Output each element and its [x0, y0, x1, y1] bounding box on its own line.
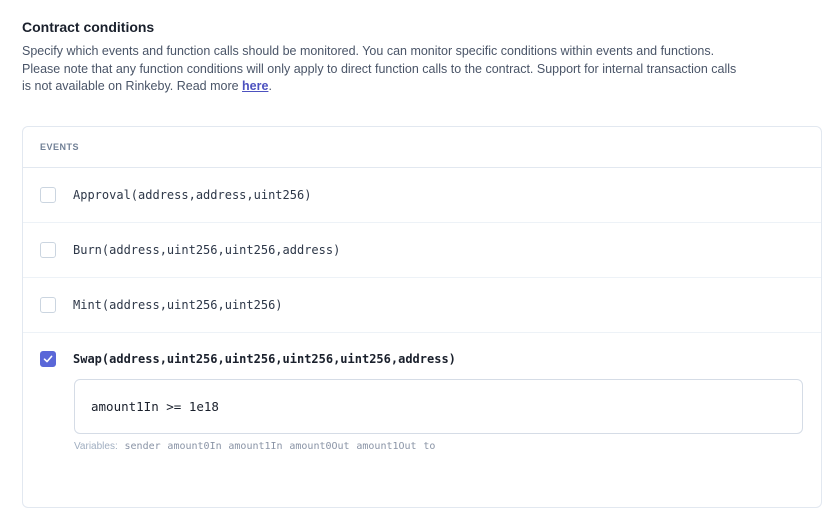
event-row-burn[interactable]: Burn(address,uint256,uint256,address): [23, 223, 821, 278]
variable-chip: amount0In: [167, 441, 222, 452]
contract-conditions-section: Contract conditions Specify which events…: [22, 19, 822, 508]
event-row-swap[interactable]: Swap(address,uint256,uint256,uint256,uin…: [23, 333, 821, 481]
description-line-2: Please note that any function conditions…: [22, 61, 737, 76]
event-signature: Burn(address,uint256,uint256,address): [73, 243, 341, 257]
checkmark-icon: [43, 355, 53, 363]
description-line-1: Specify which events and function calls …: [22, 44, 715, 58]
event-row-approval[interactable]: Approval(address,address,uint256): [23, 168, 821, 223]
variable-chip: amount0Out: [289, 441, 350, 452]
event-signature: Mint(address,uint256,uint256): [73, 298, 283, 312]
variables-hint: Variables: sender amount0In amount1In am…: [74, 441, 821, 452]
variables-label: Variables:: [74, 441, 118, 452]
variable-chip: amount1In: [228, 441, 283, 452]
event-checkbox[interactable]: [40, 297, 56, 313]
events-panel: EVENTS Approval(address,address,uint256)…: [22, 126, 822, 508]
event-signature: Swap(address,uint256,uint256,uint256,uin…: [73, 352, 456, 366]
variable-chip: to: [423, 441, 436, 452]
read-more-link[interactable]: here: [242, 79, 269, 93]
event-checkbox[interactable]: [40, 187, 56, 203]
condition-input[interactable]: amount1In >= 1e18: [74, 379, 803, 434]
section-description: Specify which events and function calls …: [22, 43, 822, 96]
event-row-mint[interactable]: Mint(address,uint256,uint256): [23, 278, 821, 333]
event-checkbox[interactable]: [40, 242, 56, 258]
description-line-3: is not available on Rinkeby. Read more: [22, 79, 243, 93]
events-header: EVENTS: [23, 127, 821, 168]
variable-chip: sender: [124, 441, 161, 452]
event-checkbox-checked[interactable]: [40, 351, 56, 367]
variable-chip: amount1Out: [356, 441, 417, 452]
section-title: Contract conditions: [22, 19, 155, 35]
description-end: .: [268, 79, 272, 93]
event-signature: Approval(address,address,uint256): [73, 188, 312, 202]
